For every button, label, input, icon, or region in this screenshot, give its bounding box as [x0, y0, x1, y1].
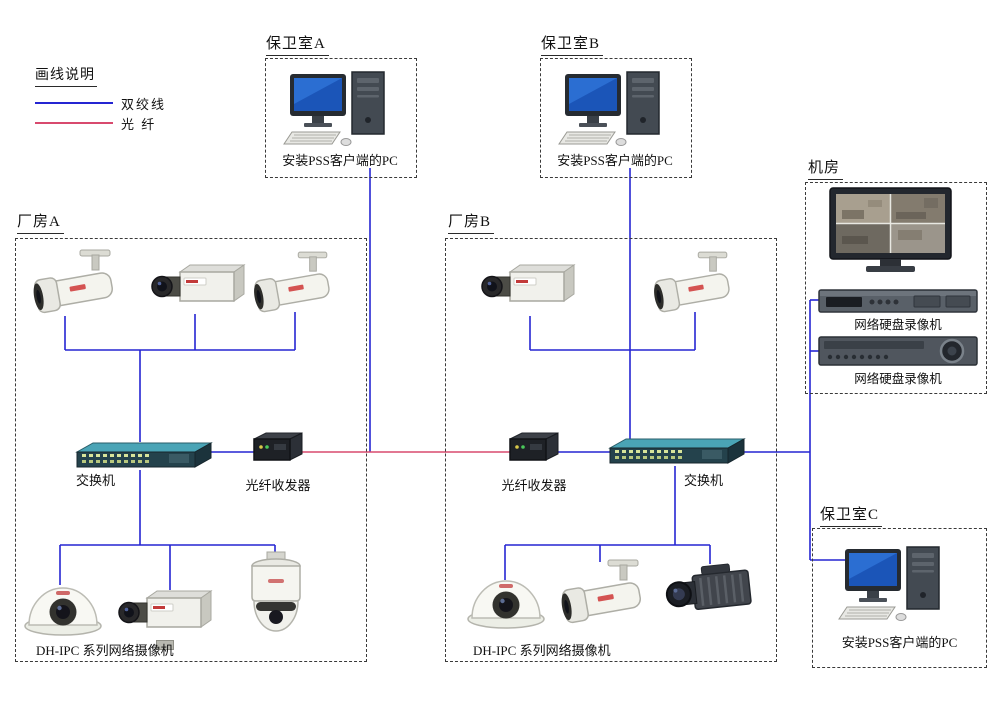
- factory-a-bullet-camera-1: [22, 248, 127, 320]
- factory-b-bullet-camera-2: [550, 558, 655, 630]
- machine-room-nvr-2: [818, 335, 978, 367]
- guard-room-a-box: [265, 58, 417, 178]
- cctv-monitor-icon: [828, 186, 953, 276]
- factory-a-ptz-camera: [240, 551, 312, 643]
- factory-a-box-camera-1: [148, 256, 248, 318]
- factory-b-shoebox-camera: [660, 558, 760, 626]
- guard-b-pc-caption: 安装PSS客户端的PC: [557, 153, 673, 168]
- factory-a-switch: [73, 440, 213, 472]
- factory-a-title: 厂房A: [17, 210, 64, 234]
- factory-b-transceiver-caption: 光纤收发器: [501, 478, 567, 493]
- guard-b-pc: [555, 68, 670, 150]
- fiber-transceiver-icon: [506, 430, 560, 464]
- factory-b-box: [445, 238, 777, 662]
- factory-a-switch-caption: 交换机: [76, 473, 116, 488]
- camera-pedestal: [156, 640, 174, 650]
- factory-b-switch-caption: 交换机: [684, 473, 724, 488]
- nvr-icon: [818, 335, 978, 367]
- legend-item-twisted-pair: 双绞线: [35, 93, 245, 113]
- factory-a-transceiver-caption: 光纤收发器: [245, 478, 311, 493]
- guard-a-pc: [280, 68, 395, 150]
- factory-b-switch: [606, 436, 746, 468]
- bullet-camera-icon: [22, 248, 127, 320]
- box-camera-icon: [115, 582, 215, 644]
- legend-label: 光 纤: [121, 116, 157, 132]
- bullet-camera-icon: [243, 250, 343, 319]
- guard-room-b-title: 保卫室B: [541, 32, 604, 56]
- factory-b-bullet-camera-1: [643, 250, 743, 319]
- shoebox-camera-icon: [660, 558, 760, 626]
- machine-room-title: 机房: [808, 156, 844, 180]
- machine-room-nvr-1: [818, 288, 978, 314]
- factory-b-box-camera-1: [478, 256, 578, 318]
- fiber-transceiver-icon: [250, 430, 304, 464]
- bullet-camera-icon: [643, 250, 743, 319]
- network-switch-icon: [606, 436, 746, 468]
- dome-camera-icon: [465, 568, 547, 630]
- nvr-2-caption: 网络硬盘录像机: [854, 372, 942, 386]
- guard-c-pc-caption: 安装PSS客户端的PC: [841, 635, 958, 650]
- factory-b-dome-camera: [465, 568, 547, 630]
- factory-a-bullet-camera-2: [243, 250, 343, 319]
- legend-title: 画线说明: [35, 64, 97, 87]
- nvr-1-caption: 网络硬盘录像机: [854, 318, 942, 332]
- factory-a-box-camera-2: [115, 582, 215, 644]
- factory-a-cameras-caption: DH-IPC 系列网络摄像机: [36, 643, 174, 658]
- box-camera-icon: [148, 256, 248, 318]
- twisted-pair-line-swatch: [35, 102, 113, 104]
- legend-label: 双绞线: [121, 96, 167, 112]
- legend: 画线说明 双绞线 光 纤: [35, 64, 245, 133]
- desktop-pc-icon: [280, 68, 395, 150]
- fiber-line-swatch: [35, 122, 113, 124]
- guard-c-pc: [835, 543, 950, 625]
- bullet-camera-icon: [550, 558, 655, 630]
- legend-item-fiber: 光 纤: [35, 113, 245, 133]
- factory-b-title: 厂房B: [448, 210, 495, 234]
- machine-room-box: [805, 182, 987, 394]
- factory-a-box: [15, 238, 367, 662]
- box-camera-icon: [478, 256, 578, 318]
- network-switch-icon: [73, 440, 213, 472]
- factory-a-fiber-transceiver: [250, 430, 304, 464]
- factory-b-fiber-transceiver: [506, 430, 560, 464]
- factory-a-dome-camera: [22, 575, 104, 637]
- dome-camera-icon: [22, 575, 104, 637]
- guard-room-b-box: [540, 58, 692, 178]
- nvr-icon: [818, 288, 978, 314]
- guard-room-a-title: 保卫室A: [266, 32, 329, 56]
- guard-room-c-box: [812, 528, 987, 668]
- guard-a-pc-caption: 安装PSS客户端的PC: [282, 153, 398, 168]
- desktop-pc-icon: [555, 68, 670, 150]
- ptz-dome-camera-icon: [240, 551, 312, 643]
- guard-room-c-title: 保卫室C: [820, 503, 883, 527]
- desktop-pc-icon: [835, 543, 950, 625]
- factory-b-cameras-caption: DH-IPC 系列网络摄像机: [473, 643, 611, 658]
- machine-room-cctv-monitor: [828, 186, 953, 276]
